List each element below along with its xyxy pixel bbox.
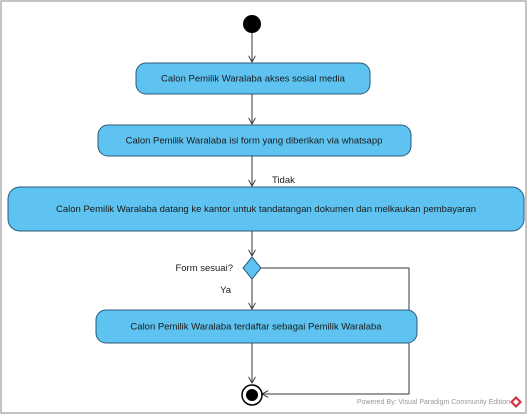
watermark-text: Powered By: Visual Paradigm Community Ed…: [357, 399, 510, 406]
action-isi-form: Calon Pemilik Waralaba isi form yang dib…: [97, 124, 412, 157]
action-terdaftar: Calon Pemilik Waralaba terdaftar sebagai…: [95, 309, 418, 344]
action-terdaftar-label: Calon Pemilik Waralaba terdaftar sebagai…: [130, 322, 382, 333]
initial-node: [243, 15, 261, 33]
guard-no-label: Tidak: [272, 175, 295, 186]
final-node: [241, 384, 263, 406]
action-akses-sosial-media: Calon Pemilik Waralaba akses sosial medi…: [135, 62, 371, 95]
decision-question-label: Form sesuai?: [175, 263, 233, 274]
action-akses-sosial-media-label: Calon Pemilik Waralaba akses sosial medi…: [161, 74, 346, 85]
action-isi-form-label: Calon Pemilik Waralaba isi form yang dib…: [126, 136, 383, 147]
action-datang-ke-kantor: Calon Pemilik Waralaba datang ke kantor …: [7, 186, 525, 232]
guard-yes-label: Ya: [220, 285, 232, 296]
action-datang-ke-kantor-label: Calon Pemilik Waralaba datang ke kantor …: [56, 204, 476, 215]
visual-paradigm-logo-icon: [510, 396, 522, 408]
